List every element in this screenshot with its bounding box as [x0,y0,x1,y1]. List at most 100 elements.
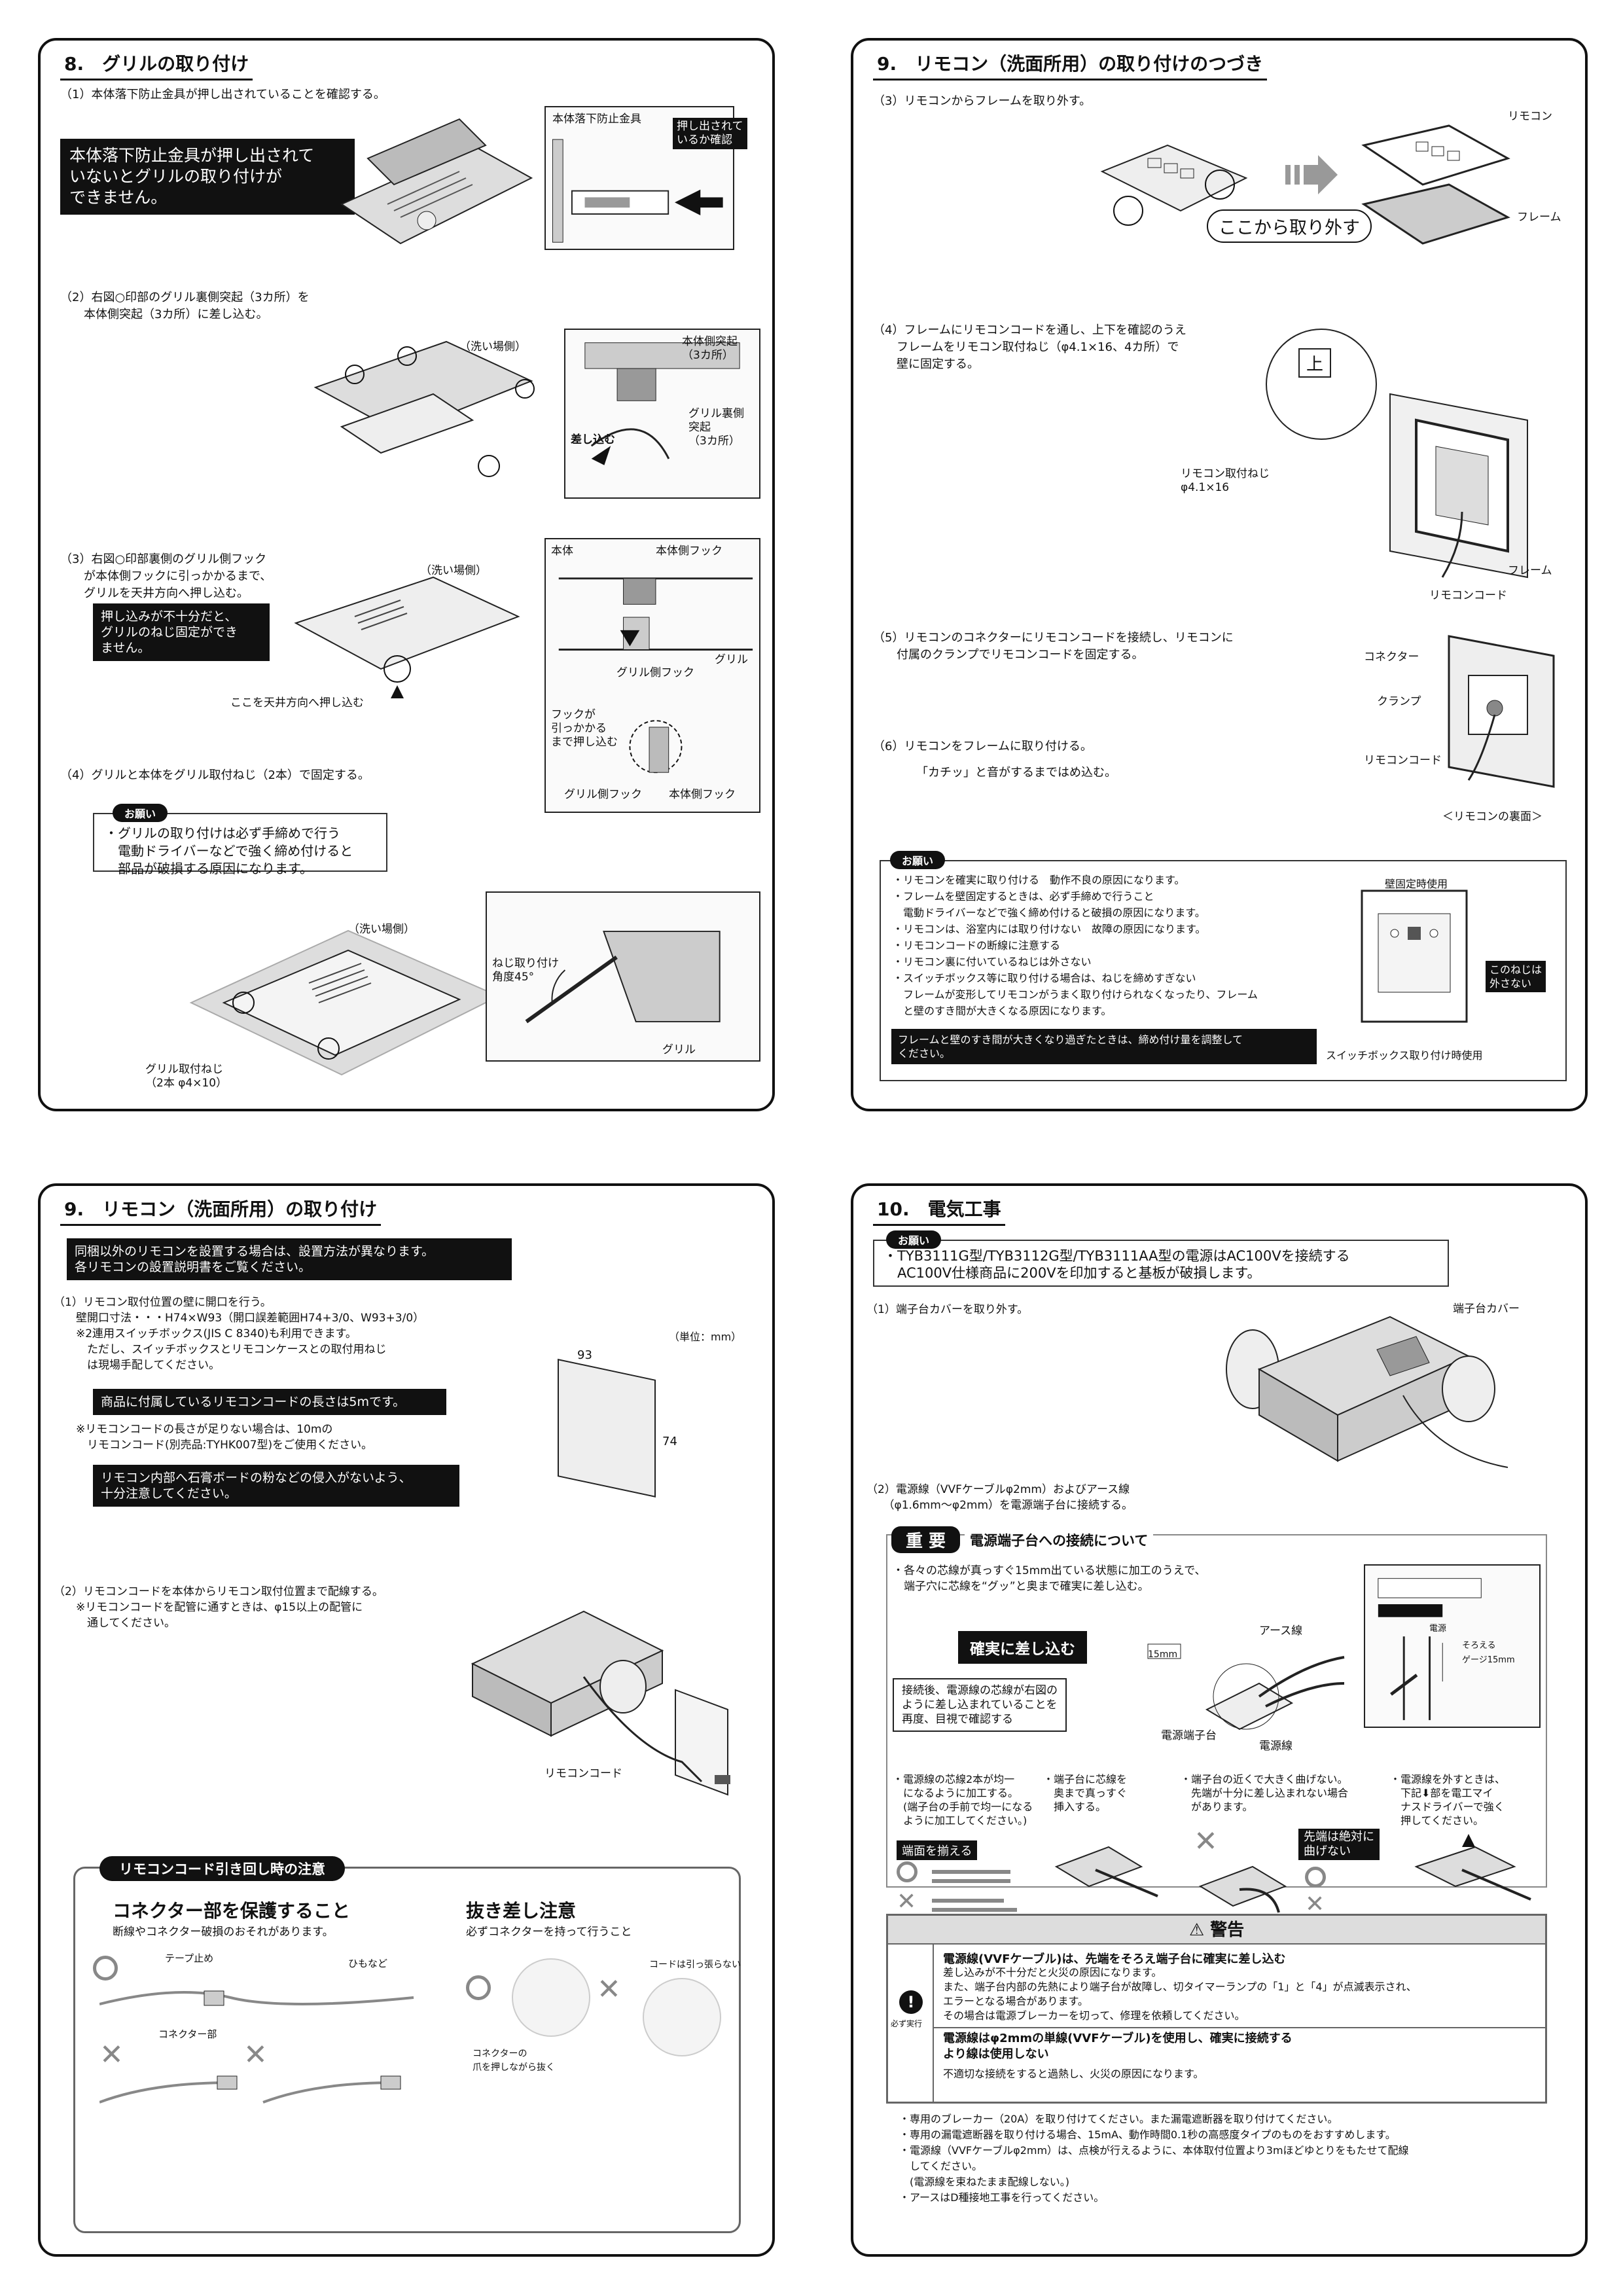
terminal-insert-illustration [1141,1631,1351,1762]
note-box: ・グリルの取り付けは必ず手締めで行う 電動ドライバーなどで強く締め付けると 部品… [93,813,387,876]
orientation-detail [1266,329,1377,440]
dim-width: 93 [577,1348,592,1362]
step-2: （2）リモコンコードを本体からリモコン取付位置まで配線する。 ※リモコンコードを… [54,1585,383,1630]
step-6: （6）リモコンをフレームに取り付ける。 [873,740,1092,753]
label-frame-2: フレーム [1508,564,1552,577]
grill-screw-illustration [178,918,505,1101]
hand-connector-illustration [512,1958,590,2037]
warning-1-text: 差し込みが不十分だと火災の原因になります。 また、端子台内部の先熱により端子台が… [943,1966,1417,2022]
section-title: 9. リモコン（洗面所用）の取り付け [60,1195,382,1226]
remote-screw-diagram [1359,888,1470,1025]
step-3: （3）右図○印部裏側のグリル側フック が本体側フックに引っかかるまで、 グリルを… [60,552,272,600]
warning-1-title: 電源線(VVFケーブル)は、先端をそろえ端子台に確実に差し込む [943,1952,1286,1966]
ng-mark-icon: ✕ [99,2038,124,2072]
dim-height: 74 [662,1435,677,1448]
ok-mark-icon [93,1956,118,1981]
label-remote-screw: リモコン取付ねじ φ4.1×16 [1181,467,1270,494]
remove-here-callout: ここから取り外す [1207,209,1372,243]
terminal-cover-illustration [1220,1291,1514,1494]
label-tape: テープ止め [165,1952,214,1964]
tip-col-4: ・電源線を外すときは、 下記⬇部を電工マイ ナスドライバーで強く 押してください… [1390,1773,1506,1827]
label-grill-screw: グリル取付ねじ （2本 φ4×10） [145,1063,228,1090]
step-1: （1）リモコン取付位置の壁に開口を行う。 壁開口寸法・・・H74×W93（開口誤… [54,1296,425,1372]
pull-subtitle: 必ずコネクターを持って行うこと [466,1926,632,1939]
tip-col-3: ・端子台の近くで大きく曲げない。 先端が十分に差し込まれない場合 があります。 [1181,1773,1349,1813]
label-remote-cord: リモコンコード [1429,589,1507,602]
label-until-hooked: フックが 引っかかる まで押し込む [551,708,618,749]
remote-with-frame [1089,132,1259,237]
tip-col-2: ・端子台に芯線を 奥まで真っすぐ 挿入する。 [1043,1773,1128,1813]
step-2: （2）電源線（VVFケーブルφ2mm）およびアース線 （φ1.6mm～φ2mm）… [866,1483,1133,1512]
projection-detail [564,329,760,499]
label-soroeru: そろえる [1462,1641,1496,1651]
note-black: フレームと壁のすき間が大きくなり過ぎたときは、締め付け量を調整して ください。 [891,1029,1317,1064]
step-1: （1）本体落下防止金具が押し出されていることを確認する。 [60,88,385,101]
remote-separated [1351,119,1521,263]
label-switchbox: スイッチボックス取り付け時使用 [1326,1049,1483,1062]
step-3: （3）リモコンからフレームを取り外す。 [873,94,1092,108]
section-8-grill: 8. グリルの取り付け （1）本体落下防止金具が押し出されていることを確認する。… [38,38,775,1111]
cord-wrong-illustration [99,2070,427,2109]
label-grill: グリル [715,653,748,666]
unit-label: （単位：mm） [669,1331,742,1343]
label-press-claw: コネクターの 爪を押しながら抜く [473,2049,555,2073]
cord-routing-illustration [466,1579,754,1814]
terminal-gauge-diagram [1364,1564,1541,1728]
step-4: （4）グリルと本体をグリル取付ねじ（2本）で固定する。 [60,768,370,782]
label-body-hook-2: 本体側フック [669,788,736,801]
important-title: 電源端子台への接続について [965,1530,1154,1550]
label-wash-side-2: （洗い場側） [420,564,487,577]
step-6-detail: 「カチッ」と音がするまではめ込む。 [916,766,1116,780]
note-box: ・リモコンを確実に取り付ける 動作不良の原因になります。 ・フレームを壁固定する… [880,860,1567,1081]
insert-firmly-label: 確実に差し込む [958,1631,1087,1664]
step-5: （5）リモコンのコネクターにリモコンコードを接続し、リモコンに 付属のクランプで… [873,631,1234,662]
ok-mark-icon-3 [466,1975,491,2000]
label-bracket: 本体落下防止金具 [552,113,641,126]
label-insert: 差し込む [571,433,615,446]
onegai-badge: お願い [890,851,946,869]
intro-box: 同梱以外のリモコンを設置する場合は、設置方法が異なります。 各リモコンの設置説明… [67,1238,512,1280]
terminal-straight-illustration [1043,1834,1161,1906]
caution-box [73,1867,741,2233]
label-connector: コネクター [1364,651,1419,664]
warning-box-push: 押し込みが不十分だと、 グリルのねじ固定ができ ません。 [93,603,270,661]
label-grill-projection: グリル裏側 突起 （3カ所） [688,407,744,448]
check-box: 接続後、電源線の芯線が右図の ように差し込まれていることを 再度、目視で確認する [893,1678,1067,1732]
ng-mark-icon-3: ✕ [1305,1891,1325,1918]
step-4: （4）フレームにリモコンコードを通し、上下を確認のうえ フレームをリモコン取付ね… [873,323,1186,371]
label-terminal-cover: 端子台カバー [1453,1302,1520,1316]
label-remote-cord: リモコンコード [544,1767,622,1780]
caution-title: リモコンコード引き回し時の注意 [99,1856,345,1881]
label-up: 上 [1298,348,1332,378]
dust-warning-box: リモコン内部へ石膏ボードの粉などの侵入がないよう、 十分注意してください。 [93,1465,459,1507]
note-box: ・TYB3111G型/TYB3112G型/TYB3111AA型の電源はAC100… [873,1240,1449,1287]
hand-cord-illustration [643,1978,721,2056]
ok-mark-icon [897,1861,918,1882]
label-wall-fix: 壁固定時使用 [1385,878,1448,890]
ng-mark-icon-2: ✕ [1194,1825,1218,1858]
section-9-remote-continued: 9. リモコン（洗面所用）の取り付けのつづき （3）リモコンからフレームを取り外… [851,38,1588,1111]
onegai-badge: お願い [113,804,168,822]
section-title: 9. リモコン（洗面所用）の取り付けのつづき [873,50,1268,81]
label-no-pull: コードは引っ張らない [649,1960,741,1970]
label-power-terminal: 電源端子台 [1161,1729,1217,1742]
important-badge: 重 要 [891,1526,961,1553]
pull-title: 抜き差し注意 [466,1900,577,1922]
ng-mark-icon-2: ✕ [243,2038,268,2072]
label-grill-2: グリル [662,1043,696,1056]
cord-note: ※リモコンコードの長さが足りない場合は、10mの リモコンコード(別売品:TYH… [75,1423,373,1452]
section-9-remote-install: 9. リモコン（洗面所用）の取り付け 同梱以外のリモコンを設置する場合は、設置方… [38,1183,775,2257]
warning-2-title: 電源線はφ2mmの単線(VVFケーブル)を使用し、確実に接続する より線は使用し… [943,2032,1293,2061]
section-title: 8. グリルの取り付け [60,50,253,81]
step-1: （1）端子台カバーを取り外す。 [866,1303,1029,1316]
arrow-icon [1285,155,1338,194]
label-clamp: クランプ [1377,695,1421,708]
terminal-release-illustration [1403,1834,1534,1906]
label-remote: リモコン [1508,110,1552,123]
note-text: ・TYB3111G型/TYB3112G型/TYB3111AA型の電源はAC100… [883,1248,1350,1281]
wire-ends-illustration [932,1864,1024,1916]
label-body-projection: 本体側突起 （3カ所） [682,335,738,362]
label-15mm: 15mm [1148,1649,1178,1660]
label-check: 押し出されて いるか確認 [673,118,747,149]
warning-2-text: 不適切な接続をすると過熱し、火災の原因になります。 [943,2068,1204,2080]
